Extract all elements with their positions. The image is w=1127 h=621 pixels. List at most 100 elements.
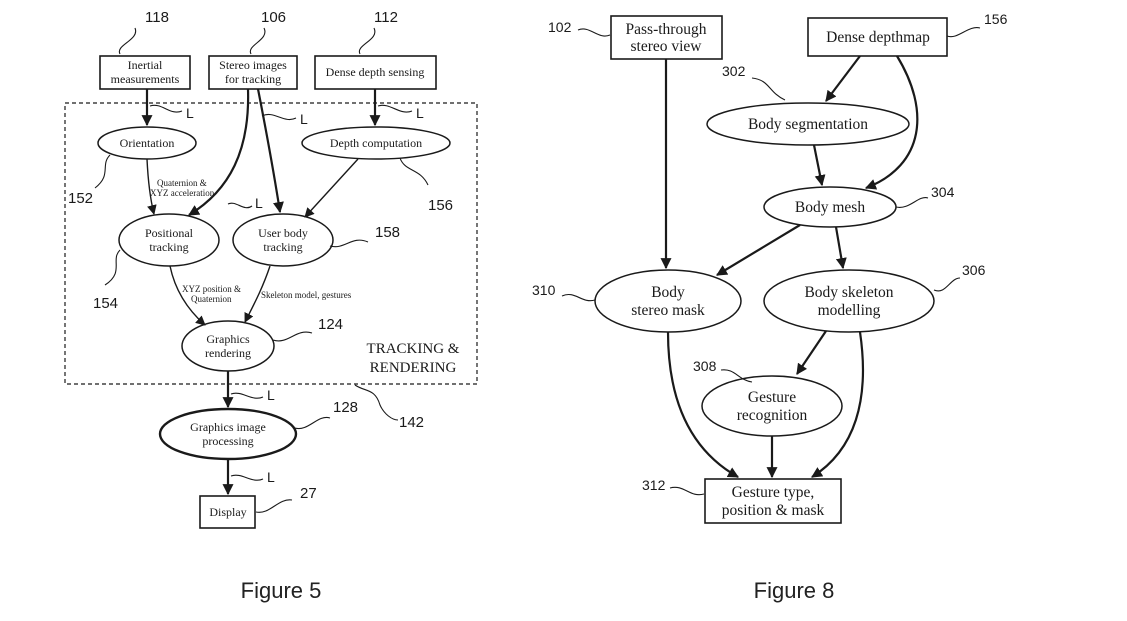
node-label: stereo view [630, 38, 702, 55]
figure8-arrows [660, 55, 919, 479]
l-label: L [186, 105, 194, 121]
node-stereo-images: Stereo images for tracking [208, 55, 298, 90]
arrow-depthmap-segmentation [825, 55, 861, 102]
l-labels: L L L L L L [149, 104, 424, 485]
node-label: Body segmentation [748, 116, 868, 133]
figure-5-caption: Figure 5 [241, 578, 322, 603]
ref-152: 152 [68, 190, 93, 207]
l-label: L [267, 469, 275, 485]
arrow-stereo-positional [188, 88, 250, 216]
ref-306: 306 [962, 262, 986, 278]
node-label: Positional [145, 226, 194, 240]
arrow-positional-rendering [169, 265, 206, 326]
arrow-mesh-mask [716, 224, 801, 276]
ref-156: 156 [984, 11, 1008, 27]
ref-112: 112 [374, 9, 398, 26]
node-label: measurements [111, 72, 180, 86]
node-positional-tracking: Positional tracking [118, 213, 220, 267]
node-graphics-rendering: Graphics rendering [181, 320, 275, 372]
node-body-stereo-mask: Body stereo mask [594, 269, 742, 333]
node-label: Depth computation [330, 136, 422, 150]
node-label: Dense depth sensing [326, 65, 425, 79]
region-title-line2: RENDERING [370, 360, 457, 376]
node-dense-depth-sensing: Dense depth sensing [314, 55, 437, 90]
node-label: User body [258, 226, 308, 240]
node-label: Orientation [120, 136, 175, 150]
node-body-segmentation: Body segmentation [706, 102, 910, 146]
node-graphics-image-processing: Graphics image processing [158, 407, 298, 461]
figure-5: TRACKING & RENDERING Inertial measuremen… [64, 9, 478, 603]
node-display: Display [199, 495, 256, 529]
l-label: L [416, 105, 424, 121]
region-title-line1: TRACKING & [367, 341, 460, 357]
figure5-arrows [141, 88, 381, 496]
node-label: for tracking [225, 72, 281, 86]
node-label: tracking [263, 240, 302, 254]
arrow-stereo-userbody [256, 88, 284, 214]
node-body-mesh: Body mesh [763, 186, 897, 228]
ref-312: 312 [642, 477, 666, 493]
ref-308: 308 [693, 358, 717, 374]
node-label: Stereo images [219, 58, 287, 72]
arrow-skeleton-gesturetype [811, 331, 865, 478]
node-gesture-recognition: Gesture recognition [701, 375, 843, 437]
node-pass-through-stereo-view: Pass-through stereo view [610, 15, 723, 60]
node-dense-depthmap: Dense depthmap [807, 17, 948, 57]
ref-124: 124 [318, 316, 343, 333]
ref-142: 142 [399, 414, 424, 431]
node-label: tracking [149, 240, 188, 254]
figure5-refs: 118 106 112 152 156 154 158 124 128 142 … [68, 9, 453, 513]
node-inertial-measurements: Inertial measurements [99, 55, 191, 90]
node-label: Body mesh [795, 199, 865, 216]
node-label: Dense depthmap [826, 29, 930, 46]
edge-label-quaternion: XYZ acceleration [150, 188, 215, 198]
node-label: Graphics [206, 332, 250, 346]
node-body-skeleton-modelling: Body skeleton modelling [763, 269, 935, 333]
edge-label-skeleton: Skeleton model, gestures [261, 290, 352, 300]
figure-8: Pass-through stereo view Dense depthmap … [532, 11, 1008, 603]
ref-106: 106 [261, 9, 286, 26]
l-label: L [300, 111, 308, 127]
node-label: rendering [205, 346, 251, 360]
ref-27: 27 [300, 485, 317, 502]
node-label: modelling [818, 302, 881, 319]
edge-label-quaternion: Quaternion & [157, 178, 207, 188]
tracking-rendering-region [64, 102, 478, 385]
ref-154: 154 [93, 295, 118, 312]
node-label: Inertial [128, 58, 163, 72]
l-label: L [267, 387, 275, 403]
figure8-refs: 102 156 302 304 306 310 308 312 [532, 11, 1008, 496]
arrow-orientation-positional [146, 158, 157, 215]
node-label: Display [209, 505, 246, 519]
ref-302: 302 [722, 63, 746, 79]
figure-8-caption: Figure 8 [754, 578, 835, 603]
ref-128: 128 [333, 399, 358, 416]
edge-label-xyz: XYZ position & [182, 284, 241, 294]
node-orientation: Orientation [97, 126, 197, 160]
ref-156: 156 [428, 197, 453, 214]
ref-158: 158 [375, 224, 400, 241]
edge-label-xyz: Quaternion [191, 294, 232, 304]
arrow-mask-gesturetype [666, 331, 739, 478]
ref-304: 304 [931, 184, 955, 200]
node-user-body-tracking: User body tracking [232, 213, 334, 267]
arrow-depth-userbody [304, 158, 359, 218]
ref-118: 118 [145, 9, 169, 26]
node-label: processing [202, 434, 253, 448]
l-label: L [255, 195, 263, 211]
arrow-skeleton-recognition [796, 330, 827, 375]
arrow-userbody-rendering [244, 265, 271, 323]
node-label: recognition [737, 407, 808, 424]
ref-310: 310 [532, 282, 556, 298]
node-label: stereo mask [631, 302, 705, 319]
ref-102: 102 [548, 19, 572, 35]
node-label: Body [651, 284, 685, 301]
node-label: Pass-through [626, 21, 707, 38]
node-label: Gesture [748, 389, 796, 406]
node-gesture-type-position-mask: Gesture type, position & mask [704, 478, 842, 524]
arrow-depthmap-mesh [864, 55, 919, 190]
node-label: position & mask [722, 502, 825, 519]
node-label: Gesture type, [732, 484, 815, 501]
node-label: Body skeleton [804, 284, 893, 301]
